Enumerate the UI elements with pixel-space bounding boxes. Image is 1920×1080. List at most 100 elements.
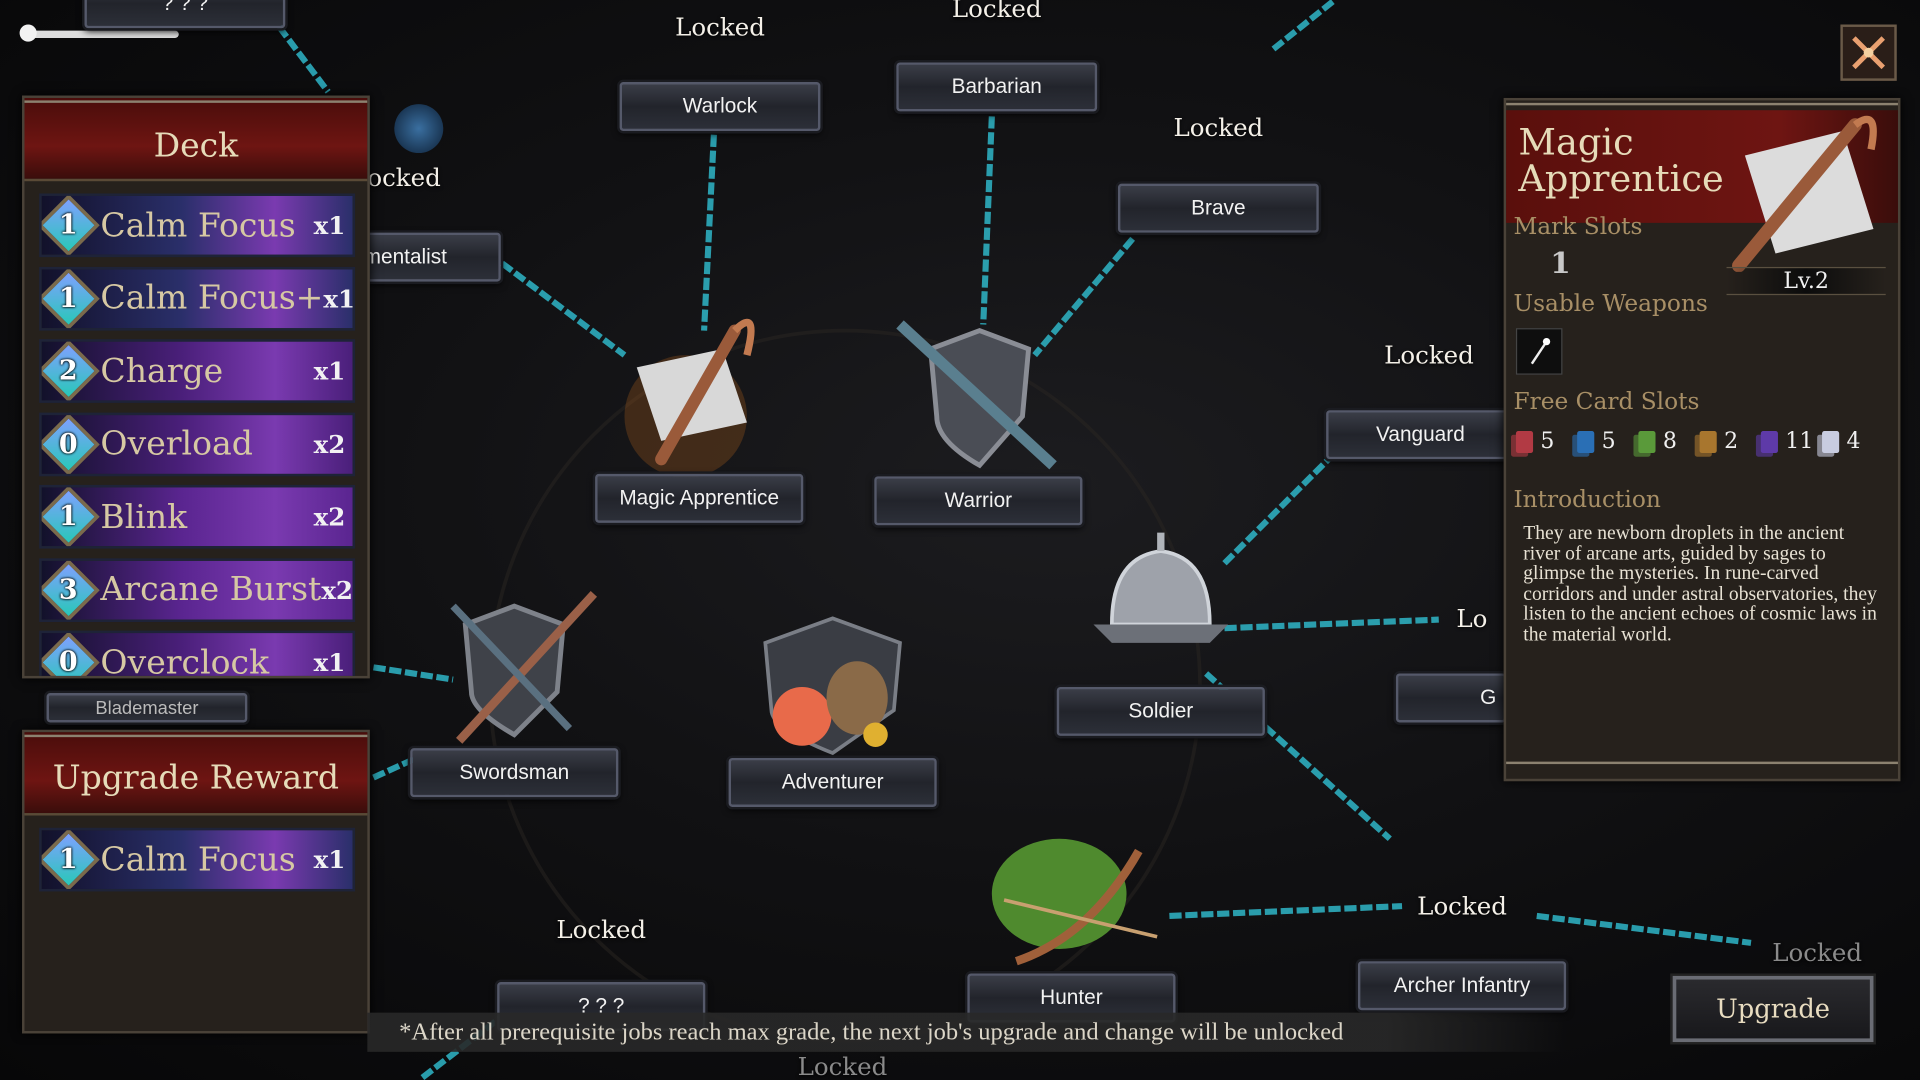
card-cost: 2 bbox=[59, 355, 78, 387]
node-soldier[interactable]: Soldier bbox=[1056, 686, 1265, 736]
card-name: Overload bbox=[100, 424, 253, 463]
job-detail-panel: Magic Apprentice Lv.2 Mark Slots 1 Usabl… bbox=[1503, 97, 1901, 782]
node-elementalist[interactable]: mentalist bbox=[356, 232, 501, 282]
card-slot-value: 11 bbox=[1785, 428, 1814, 455]
free-card-slots-label: Free Card Slots bbox=[1513, 388, 1700, 416]
crystal-ball-icon bbox=[394, 104, 444, 154]
hunter-bow-leaves-icon bbox=[991, 838, 1158, 966]
node-vanguard[interactable]: Vanguard bbox=[1326, 410, 1515, 460]
node-adventurer[interactable]: Adventurer bbox=[728, 757, 937, 807]
card-cost-gem-icon: 3 bbox=[41, 560, 100, 619]
node-archer-infantry[interactable]: Archer Infantry bbox=[1357, 961, 1567, 1011]
card-row[interactable]: 2 Charge x1 bbox=[39, 339, 356, 403]
link bbox=[1032, 236, 1135, 358]
card-color-icon bbox=[1760, 430, 1778, 453]
link bbox=[980, 116, 995, 325]
card-name: Calm Focus bbox=[100, 206, 296, 245]
adventurer-potion-coins-icon bbox=[763, 616, 902, 756]
card-count: x1 bbox=[313, 844, 346, 875]
link bbox=[372, 756, 416, 781]
card-slot-value: 8 bbox=[1662, 428, 1677, 455]
node-magic-apprentice[interactable]: Magic Apprentice bbox=[595, 473, 804, 523]
card-cost: 1 bbox=[59, 209, 78, 242]
link bbox=[373, 664, 454, 683]
card-slot-count: 2 bbox=[1699, 429, 1738, 454]
card-cost-gem-icon: 0 bbox=[41, 414, 100, 474]
card-cost-gem-icon: 1 bbox=[41, 268, 100, 328]
card-count: x1 bbox=[313, 647, 346, 678]
footer-note: *After all prerequisite jobs reach max g… bbox=[367, 1012, 1568, 1052]
node-warlock[interactable]: Warlock bbox=[619, 82, 821, 132]
card-cost-gem-icon: 1 bbox=[41, 830, 100, 889]
card-name: Calm Focus+ bbox=[100, 279, 324, 318]
card-cost: 0 bbox=[59, 427, 78, 460]
usable-weapons-label: Usable Weapons bbox=[1513, 290, 1708, 318]
card-name: Charge bbox=[100, 352, 224, 391]
card-count: x2 bbox=[321, 574, 353, 605]
zoom-slider-thumb[interactable] bbox=[19, 24, 37, 42]
node-blademaster[interactable]: Blademaster bbox=[46, 693, 248, 723]
node-status-elementalist: ocked bbox=[367, 162, 441, 193]
job-level: Lv.2 bbox=[1726, 266, 1886, 296]
node-guard[interactable]: G bbox=[1395, 673, 1507, 723]
zoom-slider[interactable] bbox=[19, 24, 179, 42]
card-color-icon bbox=[1638, 430, 1656, 453]
link bbox=[1536, 912, 1752, 946]
link bbox=[276, 25, 331, 94]
weapon-slot[interactable] bbox=[1515, 328, 1563, 375]
magic-apprentice-staff-scroll-icon bbox=[624, 318, 755, 478]
card-cost: 3 bbox=[59, 573, 78, 606]
node-status-brave: Locked bbox=[1173, 112, 1264, 143]
upgrade-button[interactable]: Upgrade bbox=[1672, 975, 1874, 1043]
card-color-icon bbox=[1822, 430, 1840, 453]
node-status-warlock: Locked bbox=[675, 12, 765, 42]
node-status-vanguard: Locked bbox=[1384, 340, 1474, 370]
node-barbarian[interactable]: Barbarian bbox=[896, 62, 1098, 112]
card-count: x2 bbox=[313, 429, 346, 459]
card-slot-count: 8 bbox=[1638, 428, 1677, 455]
card-name: Arcane Burst bbox=[100, 570, 322, 609]
job-portrait-staff-scroll-icon bbox=[1732, 115, 1877, 272]
card-count: x1 bbox=[323, 283, 356, 313]
node-status-archer-infantry: Locked bbox=[1417, 891, 1507, 921]
node-status-right-locked: Locked bbox=[1772, 937, 1863, 968]
card-cost: 1 bbox=[59, 282, 78, 315]
introduction-label: Introduction bbox=[1513, 486, 1661, 514]
card-slot-value: 5 bbox=[1601, 428, 1616, 455]
footer-note-text: *After all prerequisite jobs reach max g… bbox=[399, 1018, 1344, 1046]
card-color-icon bbox=[1577, 430, 1595, 453]
card-cost: 0 bbox=[59, 646, 78, 679]
node-warrior[interactable]: Warrior bbox=[874, 476, 1083, 526]
node-status-guard: Lo bbox=[1456, 603, 1488, 634]
card-count: x1 bbox=[313, 356, 346, 386]
card-color-icon bbox=[1515, 430, 1534, 453]
card-slot-count: 11 bbox=[1760, 428, 1814, 455]
card-cost-gem-icon: 1 bbox=[41, 487, 100, 547]
link bbox=[701, 134, 717, 331]
link bbox=[500, 260, 627, 358]
node-swordsman[interactable]: Swordsman bbox=[410, 748, 619, 798]
card-name: Blink bbox=[100, 497, 188, 536]
link bbox=[1222, 457, 1331, 566]
node-brave[interactable]: Brave bbox=[1117, 183, 1319, 233]
card-cost-gem-icon: 2 bbox=[41, 341, 100, 401]
soldier-helmet-icon bbox=[1093, 532, 1229, 643]
mark-slots-value: 1 bbox=[1550, 244, 1571, 281]
node-status-bottom-locked: Locked bbox=[797, 1051, 888, 1080]
mark-slots-label: Mark Slots bbox=[1513, 213, 1643, 241]
card-cost-gem-icon: 0 bbox=[41, 633, 100, 679]
node-label-top-unknown[interactable]: ? ? ? bbox=[84, 0, 286, 29]
close-button[interactable] bbox=[1840, 24, 1897, 81]
card-row[interactable]: 1 Calm Focus+x1 bbox=[39, 266, 356, 331]
card-slot-value: 5 bbox=[1540, 428, 1555, 455]
card-slot-count: 5 bbox=[1515, 428, 1555, 455]
card-slot-count: 5 bbox=[1577, 428, 1616, 455]
card-row[interactable]: 0 Overload x2 bbox=[39, 412, 356, 476]
